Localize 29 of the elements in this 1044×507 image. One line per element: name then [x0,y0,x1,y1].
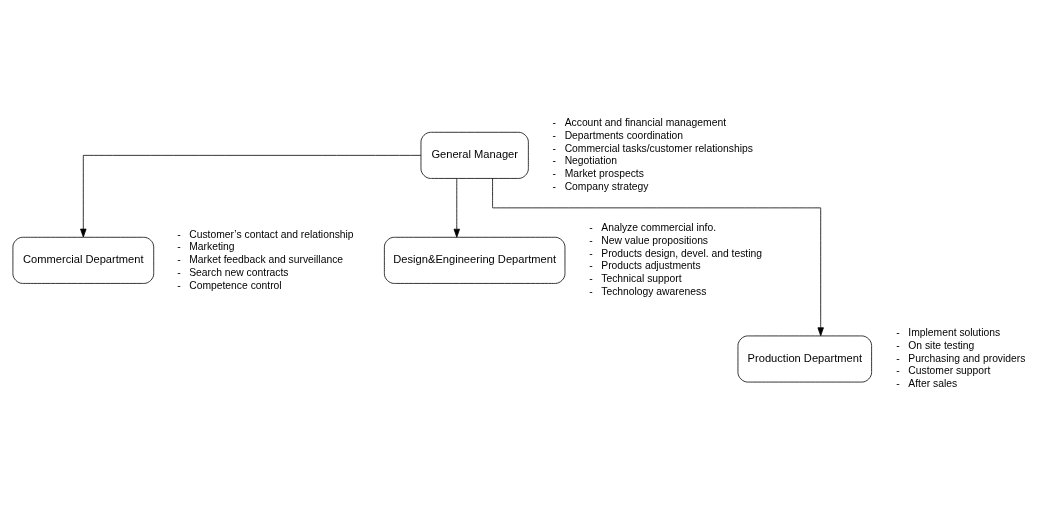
node-label: - Customer support [896,364,991,376]
arrow [453,177,460,238]
node-box: Commercial Department [12,236,155,284]
node-label: - Analyze commercial info. [589,221,717,233]
node-label: - On site testing [896,339,975,351]
node-label: - Customer’s contact and relationship [177,228,354,240]
node-label: - Technology awareness [589,285,707,297]
arrow [80,154,422,237]
node-box: General Manager [420,131,529,179]
node-label: - Competence control [177,279,282,291]
node-label: - Products design, devel. and testing [589,247,763,259]
node-label: - New value propositions [589,234,709,246]
node-label: - Technical support [589,272,682,284]
node-label: - Search new contracts [177,266,289,278]
node-label: - After sales [896,377,958,389]
node-label: - Account and financial management [552,116,727,128]
arrow [492,177,824,336]
node-box: Production Department [737,335,872,382]
node-box: Design&Engineering Department [384,236,566,284]
node-label: - Company strategy [552,180,649,192]
node-label: - Negotiation [552,154,617,166]
node-label: - Implement solutions [896,326,1001,338]
node-label: - Purchasing and providers [896,352,1026,364]
node-label: - Market prospects [552,167,644,179]
node-label: - Products adjustments [589,259,701,271]
node-label: - Commercial tasks/customer relationships [552,142,753,154]
node-label: - Market feedback and surveillance [177,253,344,265]
node-label: - Marketing [177,240,235,252]
node-label: - Departments coordination [552,129,683,141]
